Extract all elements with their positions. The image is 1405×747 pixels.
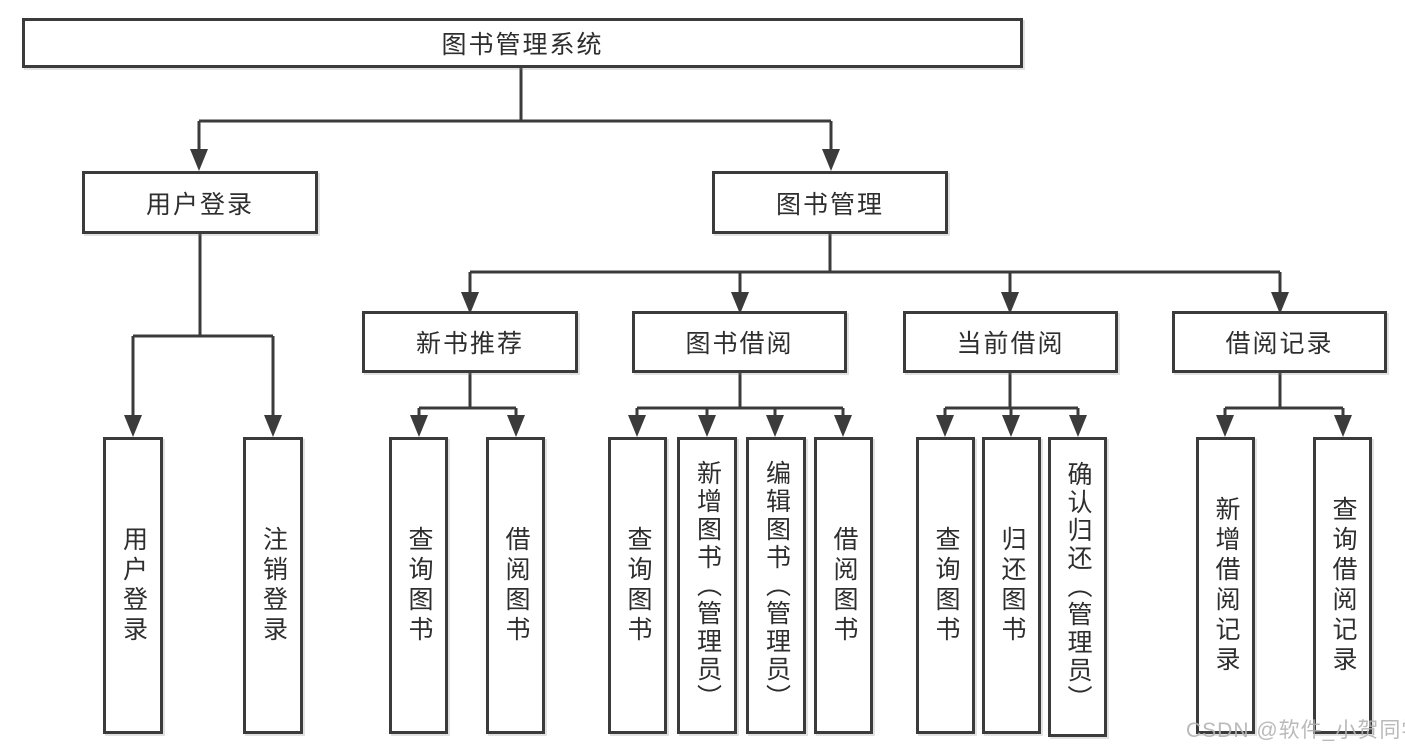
node-root: 图书管理系统 <box>22 18 1023 68</box>
leaf-add-books-admin: 新增图书（管理员） <box>677 437 737 734</box>
node-book-borrowing: 图书借阅 <box>632 311 847 373</box>
leaf-borrow-books-recommend: 借阅图书 <box>486 437 545 734</box>
leaf-borrow-books: 借阅图书 <box>814 437 873 734</box>
leaf-add-borrow-record: 新增借阅记录 <box>1196 437 1255 734</box>
leaf-query-borrow-record: 查询借阅记录 <box>1313 437 1372 734</box>
node-borrowing-records: 借阅记录 <box>1172 311 1387 373</box>
leaf-query-books-recommend: 查询图书 <box>389 437 448 734</box>
csdn-watermark: CSDN @软件_小贺同学 <box>1186 719 1405 742</box>
node-new-book-recommend: 新书推荐 <box>362 311 578 373</box>
node-current-borrowing: 当前借阅 <box>903 311 1118 373</box>
node-user-login: 用户登录 <box>82 171 318 234</box>
leaf-query-books-current: 查询图书 <box>916 437 975 734</box>
leaf-confirm-return-admin: 确认归还（管理员） <box>1048 437 1107 737</box>
leaf-user-login: 用户登录 <box>103 437 163 734</box>
leaf-logout: 注销登录 <box>243 437 303 734</box>
leaf-query-books-borrow: 查询图书 <box>608 437 667 734</box>
node-book-management: 图书管理 <box>712 171 948 234</box>
arrowheads <box>124 149 1352 437</box>
leaf-return-books: 归还图书 <box>982 437 1041 734</box>
leaf-edit-books-admin: 编辑图书（管理员） <box>746 437 806 734</box>
